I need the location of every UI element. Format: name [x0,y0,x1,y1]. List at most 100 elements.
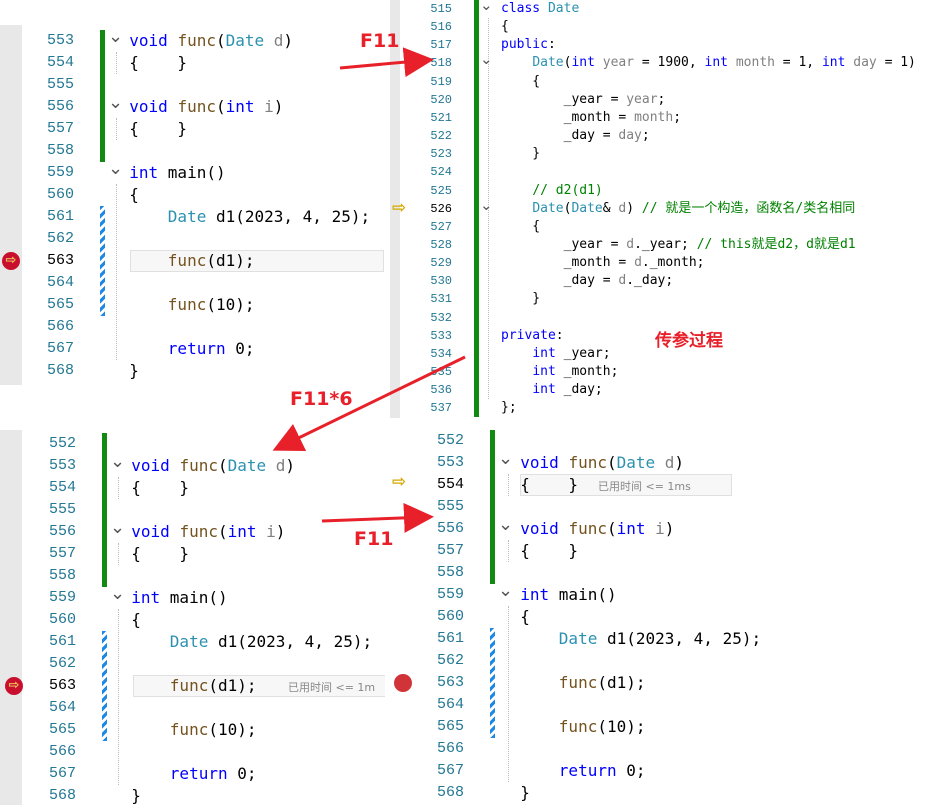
line-number: 563 [48,677,76,694]
collapse-chevron-icon[interactable]: ⌄ [498,514,514,535]
code-token: void [129,97,178,116]
margin-gutter [390,0,400,418]
collapse-chevron-icon[interactable]: ⌄ [110,517,126,538]
line-number: 534 [430,346,452,361]
line-number: 555 [48,501,76,518]
code-line: void func(int i) [112,521,285,543]
code-line: _month = d._month; [501,254,705,272]
code-line: int main() [110,162,225,184]
line-number: 520 [430,92,452,107]
breakpoint-icon[interactable] [394,674,412,692]
code-token: ._year; [634,236,697,252]
code-token: { [110,185,139,204]
code-token [110,251,168,270]
collapse-chevron-icon[interactable]: ⌄ [110,451,126,472]
line-number: 522 [430,129,452,144]
code-line: private: [501,327,564,345]
code-line: return 0; [112,763,257,785]
code-line: return 0; [501,760,646,782]
collapse-chevron-icon[interactable]: ⌄ [108,158,124,179]
line-number: 563 [436,674,464,691]
collapse-chevron-icon[interactable]: ⌄ [480,0,493,14]
code-line: _month = month; [501,109,681,127]
code-line: _year = d._year; // this就是d2，d就是d1 [501,236,856,254]
code-token: ._month; [641,255,705,271]
code-line: Date d1(2023, 4, 25); [110,206,370,228]
code-token: 0; [626,761,646,780]
collapse-chevron-icon[interactable]: ⌄ [498,580,514,601]
code-token: (d1); [208,676,257,695]
code-token: ; [657,91,666,107]
code-token [501,201,532,216]
line-number: 559 [48,589,76,606]
line-number: 523 [430,147,452,162]
changed-lines-bar [102,433,107,587]
code-line: } [501,290,540,308]
code-token: Date [532,200,564,216]
code-line: { } [110,118,187,140]
code-token [501,382,532,397]
line-number: 557 [46,120,74,137]
line-number: 554 [46,54,74,71]
code-token: void [131,456,180,475]
code-line: { [501,606,530,628]
collapse-chevron-icon[interactable]: ⌄ [480,50,493,69]
code-token: // d2(d1) [532,182,603,198]
elapsed-time-hint: 已用时间 <= 1ms [598,480,691,493]
code-token: int [532,382,564,398]
code-token: _month = [501,109,635,125]
code-token: return [558,761,627,780]
collapse-chevron-icon[interactable]: ⌄ [108,92,124,113]
code-token: func [558,717,598,736]
code-token: Date [227,456,276,475]
code-line: public: [501,36,556,54]
line-number: 558 [46,142,74,159]
line-number: 518 [430,56,452,71]
code-token: func [177,97,216,116]
line-number: 517 [430,38,452,53]
collapse-chevron-icon[interactable]: ⌄ [480,195,493,214]
line-number: 566 [48,743,76,760]
line-number: 561 [436,630,464,647]
line-number: 567 [48,765,76,782]
code-line: class Date [501,0,579,18]
code-line: return 0; [110,338,255,360]
code-token: Date [547,1,580,16]
code-token: int [225,97,265,116]
code-token: : [547,37,556,53]
code-token: int [129,163,168,182]
line-number: 556 [46,98,74,115]
code-line: { [501,18,509,36]
code-line: { } [110,52,187,74]
code-token: month [634,109,674,125]
code-token: void [129,31,178,50]
scope-guide [116,184,117,360]
code-token: ; [641,128,650,144]
code-token: { [112,610,141,629]
collapse-chevron-icon[interactable]: ⌄ [498,448,514,469]
code-token: } [501,146,541,162]
code-token: = 1) [876,55,916,71]
code-token: return [169,764,238,783]
line-number: 560 [46,186,74,203]
code-token: _day = [501,273,619,289]
code-line: void func(Date d) [110,30,293,52]
line-number: 565 [46,296,74,313]
line-number: 557 [48,545,76,562]
scope-guide [118,609,119,785]
code-token: _year = [501,236,627,252]
line-number: 563 [46,252,74,269]
changed-lines-bar [490,430,495,584]
code-token: return [167,339,236,358]
code-token [501,346,532,361]
code-token: int [704,55,736,71]
elapsed-time-hint: 已用时间 <= 1m [288,681,376,694]
collapse-chevron-icon[interactable]: ⌄ [108,26,124,47]
code-token: d1(2023, 4, 25); [215,207,371,226]
code-token: Date [167,207,216,226]
line-number: 567 [436,762,464,779]
code-token [501,673,559,692]
line-number: 553 [48,457,76,474]
collapse-chevron-icon[interactable]: ⌄ [110,583,126,604]
